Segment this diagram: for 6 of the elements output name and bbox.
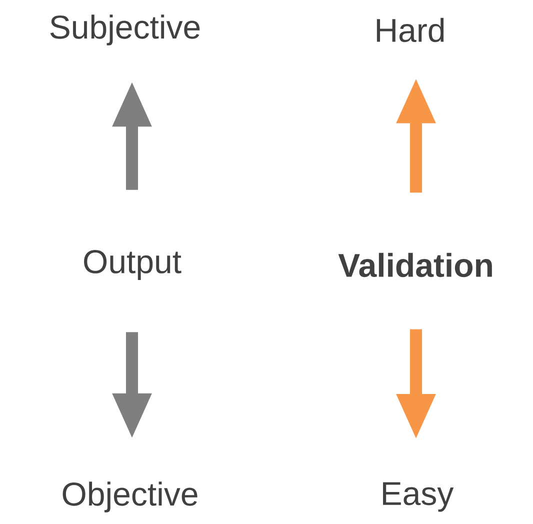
label-text: Easy bbox=[383, 482, 454, 512]
label-text: Objective bbox=[62, 482, 198, 512]
label-text: Subjective bbox=[50, 14, 200, 46]
label-text: Validation bbox=[338, 252, 492, 278]
label-text: Output bbox=[84, 250, 182, 280]
label-text: Hard bbox=[376, 18, 444, 42]
